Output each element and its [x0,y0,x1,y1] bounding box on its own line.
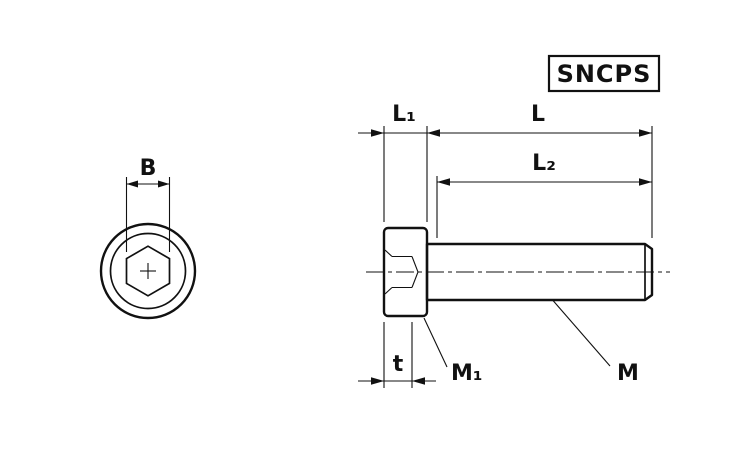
dim-b-label: B [140,156,157,181]
socket-cone-bottom [411,256,419,288]
arrowhead-l1-left [371,129,384,137]
head-chamfer-circle [109,232,187,310]
dim-l-label: L [531,102,545,127]
side-view [366,226,670,318]
dim-b: B [125,156,171,252]
arrowhead-right [412,377,425,385]
arrowhead-right [639,178,652,186]
label-m1: M₁ [451,361,483,386]
socket-chamfer-bottom [384,287,393,295]
part-code-border [547,54,661,93]
arrowhead-left [126,180,138,188]
socket-chamfer-top [384,249,393,257]
dim-l2: L₂ [436,151,652,238]
head-outer-circle [99,222,197,320]
arrowhead-l-right [639,129,652,137]
hex-socket-outline [125,245,171,297]
part-code-box: SNCPS [547,54,661,93]
callout-m1: M₁ [423,317,483,386]
label-m: M [617,361,639,386]
dim-t-label: t [393,352,404,377]
dim-t: t [358,322,436,388]
arrowhead-l1-l-shared [427,129,440,137]
callout-m: M [552,300,639,386]
dim-l2-label: L₂ [532,151,556,176]
front-view [99,222,197,320]
arrowhead-left [371,377,384,385]
leader-line-m [552,300,611,367]
part-code-label: SNCPS [557,60,652,88]
arrowhead-left [437,178,450,186]
dim-l1-l: L₁ L [358,102,653,238]
dim-l1-label: L₁ [392,102,416,127]
arrowhead-right [158,180,170,188]
leader-line-m1 [423,317,448,368]
